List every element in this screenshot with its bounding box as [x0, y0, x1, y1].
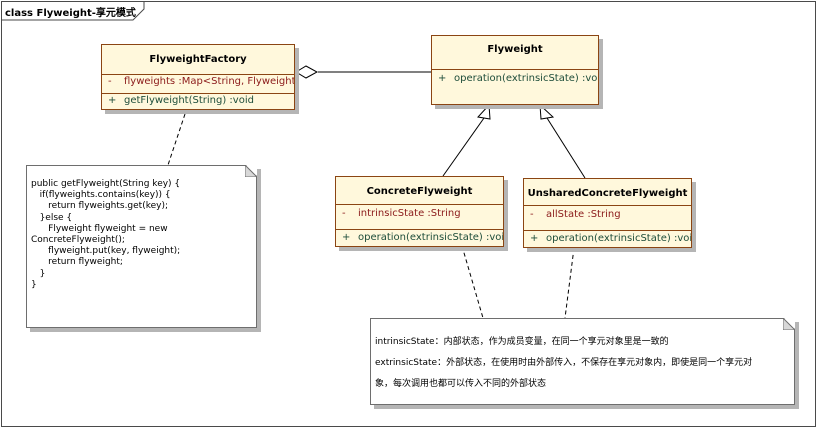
class-concrete-flyweight[interactable]: ConcreteFlyweight - intrinsicState :Strin…: [335, 176, 504, 247]
frame-title: class Flyweight-享元模式: [5, 8, 136, 19]
class-unshared-concrete-flyweight[interactable]: UnsharedConcreteFlyweight - allState :Str…: [523, 178, 692, 248]
note-link-concrete: [461, 245, 484, 319]
visibility-marker: +: [108, 95, 117, 106]
visibility-marker: +: [342, 232, 351, 243]
operation-get-flyweight: getFlyweight(String) :void: [124, 95, 254, 106]
class-operations: + operation(extrinsicState) :void: [336, 229, 503, 246]
visibility-marker: -: [342, 208, 346, 219]
note-link-unshared: [564, 247, 575, 319]
attribute-intrinsic-state: intrinsicState :String: [358, 208, 461, 219]
generalization-line-concrete: [442, 117, 485, 177]
note-code-text: public getFlyweight(String key) { if(fly…: [31, 179, 181, 290]
generalization-arrow-concrete: [477, 103, 491, 120]
note-extrinsic-state-text: extrinsicState：外部状态，在使用时由外部传入，不保存在享元对象内，…: [375, 358, 753, 368]
visibility-marker: +: [438, 73, 447, 84]
operation-operation: operation(extrinsicState) :void: [358, 232, 503, 243]
class-name: ConcreteFlyweight: [366, 186, 473, 197]
class-attributes: - intrinsicState :String: [336, 204, 503, 229]
class-name: UnsharedConcreteFlyweight: [527, 188, 688, 199]
attribute-all-state: allState :String: [546, 209, 621, 220]
generalization-arrow-unshared: [539, 103, 555, 120]
class-operations: + operation(extrinsicState) :void: [524, 230, 691, 247]
frame-tab-outline: [1, 1, 145, 21]
operation-operation: operation(extrinsicState) :void: [546, 233, 691, 244]
aggregation-diamond: [295, 65, 319, 79]
visibility-marker: -: [108, 76, 112, 87]
note-extrinsic-state-text-cont: 象，每次调用也都可以传入不同的外部状态: [375, 379, 547, 389]
class-attributes: - flyweights :Map<String, Flyweight>: [102, 74, 294, 93]
note-state-description[interactable]: intrinsicState：内部状态，作为成员变量，在同一个享元对象里是一致的…: [370, 318, 795, 405]
class-name: Flyweight: [487, 44, 543, 55]
note-get-flyweight-code[interactable]: public getFlyweight(String key) { if(fly…: [26, 165, 257, 328]
class-flyweight-factory[interactable]: FlyweightFactory - flyweights :Map<String…: [101, 44, 295, 110]
class-name: FlyweightFactory: [149, 54, 247, 65]
operation-operation: operation(extrinsicState) :void: [454, 73, 598, 84]
class-operations: + getFlyweight(String) :void: [102, 93, 294, 109]
class-flyweight[interactable]: Flyweight + operation(extrinsicState) :vo…: [431, 35, 599, 105]
generalization-line-unshared: [546, 117, 586, 179]
class-attributes: - allState :String: [524, 205, 691, 230]
note-fold-corner: [783, 318, 795, 330]
attribute-flyweights: flyweights :Map<String, Flyweight>: [124, 76, 294, 87]
note-intrinsic-state-text: intrinsicState：内部状态，作为成员变量，在同一个享元对象里是一致的: [375, 337, 669, 347]
note-link-factory: [167, 113, 186, 166]
visibility-marker: -: [530, 209, 534, 220]
note-fold-corner: [245, 165, 257, 177]
visibility-marker: +: [530, 233, 539, 244]
frame-title-tab: class Flyweight-享元模式: [1, 1, 145, 21]
class-operations: + operation(extrinsicState) :void: [432, 69, 598, 104]
